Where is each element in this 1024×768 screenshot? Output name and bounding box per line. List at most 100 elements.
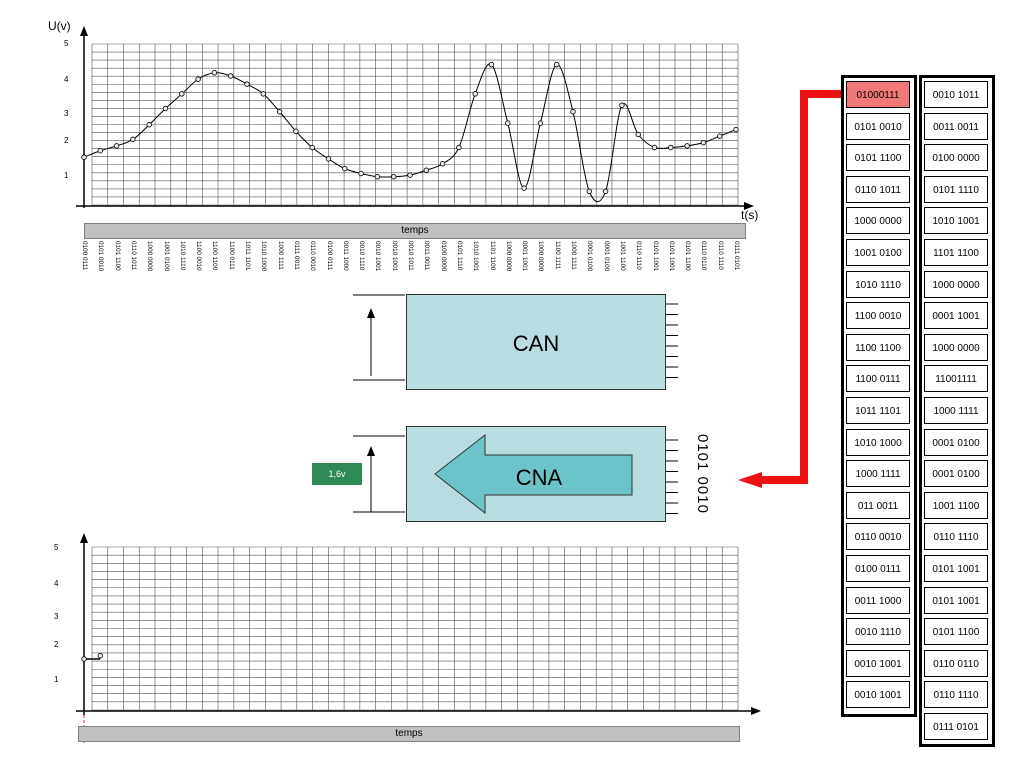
sample-code-label: 1100 1111 [553,241,561,270]
sample-code-label: 0011 1000 [341,241,349,271]
code-cell: 0011 0011 [924,112,988,140]
sample-code-label: 1010 1000 [260,241,268,272]
sample-code-label: 0100 0111 [325,241,333,271]
sample-point [325,156,332,162]
cna-input-code: 0101 0010 [694,434,711,514]
sample-point [570,109,576,115]
code-table-2: 0010 1011 0011 0011 0100 0000 0101 1110 1010… [919,75,995,747]
sample-point [358,170,364,177]
bottom-time-bar: temps [78,726,740,742]
code-cell: 0011 1000 [846,586,910,614]
can-box: CAN [406,294,666,390]
sample-code-label: 1000 0000 [537,241,545,272]
sample-point [391,174,397,180]
top-graph-grid [91,43,739,206]
code-cell: 0100 0000 [924,144,988,172]
code-cell: 1000 1111 [846,460,910,488]
code-cell: 0101 1110 [924,175,988,203]
sample-code-label: 0010 1001 [374,241,382,272]
sample-point [81,154,87,160]
sample-code-label: 0010 1011 [407,241,414,271]
sample-code-label: 1011 1101 [244,241,251,271]
code-cell: 0001 0100 [924,428,988,456]
sample-code-label: 0101 1110 [455,241,463,271]
sample-code-label: 0001 0100 [586,241,594,272]
cna-output-arrowhead [367,446,375,456]
signal-curve [83,63,737,203]
bottom-y-axis-arrow [80,533,88,543]
code-cell: 0110 0110 [924,649,988,677]
top-signal-graph: U(v) t(s) 5 4 3 2 1 [48,19,758,222]
sample-code-label: 0011 0011 [423,241,431,271]
top-x-axis-arrow [744,202,754,210]
sample-code-label: 1001 0100 [162,241,170,272]
sample-point [211,70,218,76]
sample-code-label: 0101 1100 [113,241,121,271]
code-cell: 1100 0010 [846,302,910,330]
sample-point [651,144,658,151]
sample-code-label: 0100 0111 [81,241,88,271]
sample-code-label: 0101 1100 [684,241,692,271]
sample-point [260,91,266,97]
sample-code-label: 1010 1001 [472,241,480,272]
sample-code-label: 0101 1001 [651,241,659,272]
sample-point [619,102,625,108]
sample-code-label: 1100 0010 [195,241,203,271]
sample-point [374,174,381,180]
sample-code-label: 0101 1001 [667,241,675,272]
sample-point [439,161,446,167]
sample-code-label: 1101 1100 [488,241,496,271]
code-cell: 1010 1001 [924,207,988,235]
code-cell: 0101 1100 [924,618,988,646]
code-cell: 0110 1110 [924,681,988,709]
sample-point [521,185,527,191]
sample-code-label: 0010 1110 [358,241,366,271]
top-y-tick-1: 1 [64,171,69,180]
code-cell: 011 0011 [846,491,910,519]
sample-point [162,105,169,112]
sample-point [293,128,299,134]
top-y-tick-2: 2 [64,136,69,145]
bottom-y-tick-1: 1 [54,675,59,684]
top-y-axis-label: U(v) [48,19,71,33]
sample-code-label: 0110 1110 [635,241,643,270]
sample-point [700,139,707,146]
sample-point [505,120,511,126]
code-cell: 0100 0111 [846,555,910,582]
code-cell: 11001111 [924,365,988,393]
sample-code-label: 0001 1001 [521,241,529,272]
sample-point [195,76,201,82]
sample-point [602,188,609,195]
code-cell: 0010 1001 [846,681,910,709]
sample-code-label: 0110 1110 [716,241,724,270]
code-cell: 0110 1011 [846,175,910,203]
top-x-axis-label: t(s) [741,208,758,222]
reconstructed-point [97,653,103,659]
bottom-reconstruction-graph: 5 4 3 2 1 [54,533,761,743]
cna-input-pins [664,439,678,514]
sample-code-label: 0110 0010 [309,241,317,271]
sample-point [179,91,185,97]
sample-code-label: 0101 0010 [97,241,105,272]
code-cell: 0010 1011 [924,81,988,108]
sample-point [97,148,103,154]
sample-code-label: 0111 0011 [292,241,300,270]
sample-point [113,143,120,149]
sample-point [342,165,348,172]
bottom-graph-grid [91,546,739,711]
code-cell: 1001 0100 [846,239,910,266]
bottom-x-axis-arrow [751,707,761,715]
code-cell: 0001 1001 [924,302,988,330]
top-time-bar: temps [84,223,746,239]
sample-point [276,109,283,115]
sample-point [586,188,592,195]
bottom-y-tick-3: 3 [54,612,59,621]
data-flow-arrow-path [760,90,846,484]
sample-point [668,144,674,151]
code-cell: 0101 0010 [846,112,910,140]
output-voltage-badge: 1,6v [312,463,362,485]
sample-code-label: 0110 0110 [700,241,708,271]
code-cell: 1000 0000 [924,333,988,361]
sample-point [635,131,641,138]
